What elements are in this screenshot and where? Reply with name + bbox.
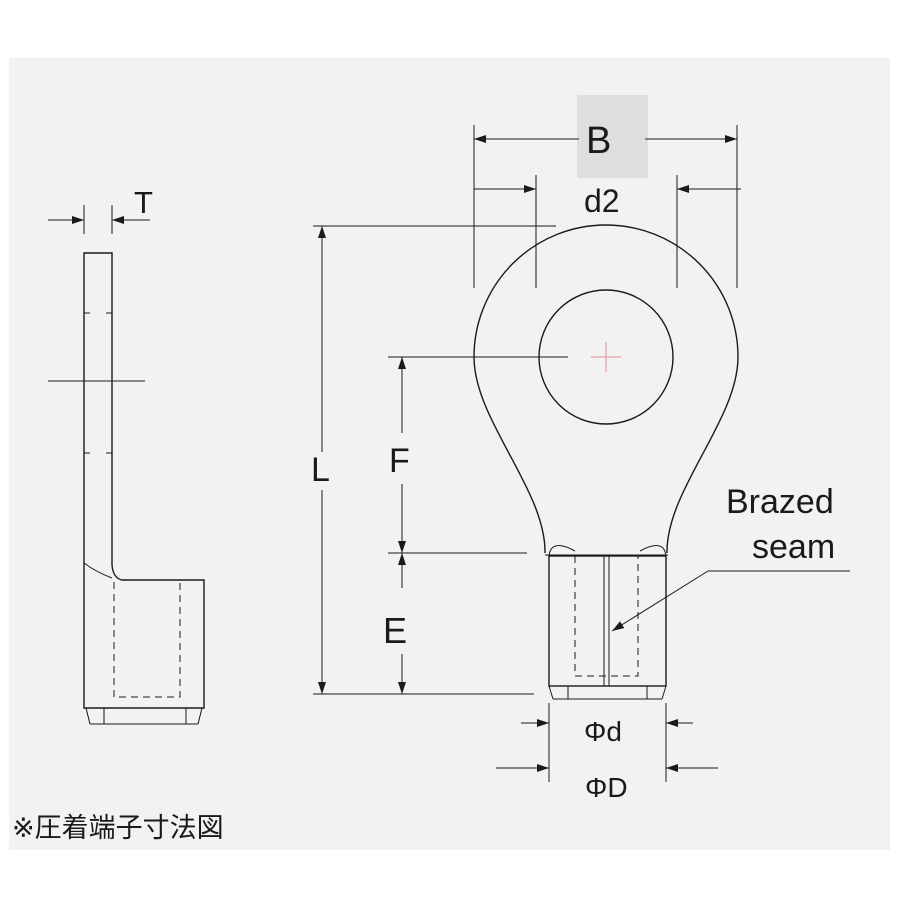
l-dimension: L (311, 225, 556, 695)
ring-outline (473, 224, 739, 554)
barrel-fillet-left (548, 545, 576, 557)
phi-d-dimension: Φd (521, 703, 693, 750)
b-dimension: B (473, 95, 738, 288)
barrel-body (548, 555, 667, 687)
phi-big-d-label: ΦD (585, 772, 628, 803)
side-view-bend (83, 562, 113, 579)
front-view (473, 224, 739, 700)
barrel-fillet-right (639, 545, 667, 557)
phi-d-label: Φd (584, 716, 622, 747)
drawing-caption: ※圧着端子寸法図 (12, 813, 224, 844)
barrel-hidden-bore (574, 556, 639, 677)
brazed-label-line1: Brazed (726, 483, 834, 521)
f-label: F (389, 442, 410, 480)
e-label: E (383, 610, 407, 651)
f-dimension: F (388, 356, 568, 554)
brazed-seam-callout: Brazed seam (611, 483, 850, 632)
phi-big-d-dimension: ΦD (496, 750, 718, 803)
d2-dimension: d2 (474, 175, 741, 288)
b-highlight (577, 95, 648, 178)
side-view-outline (83, 252, 205, 709)
drawing-panel (9, 58, 890, 850)
e-dimension: E (383, 553, 407, 694)
d2-label: d2 (584, 183, 620, 219)
b-label: B (586, 120, 611, 162)
brazed-label-line2: seam (752, 528, 835, 566)
side-view-hidden-barrel (113, 582, 181, 698)
t-label: T (134, 185, 153, 220)
l-label: L (311, 451, 330, 489)
side-view: T (48, 185, 205, 725)
callout-leader-arrow (611, 570, 709, 632)
